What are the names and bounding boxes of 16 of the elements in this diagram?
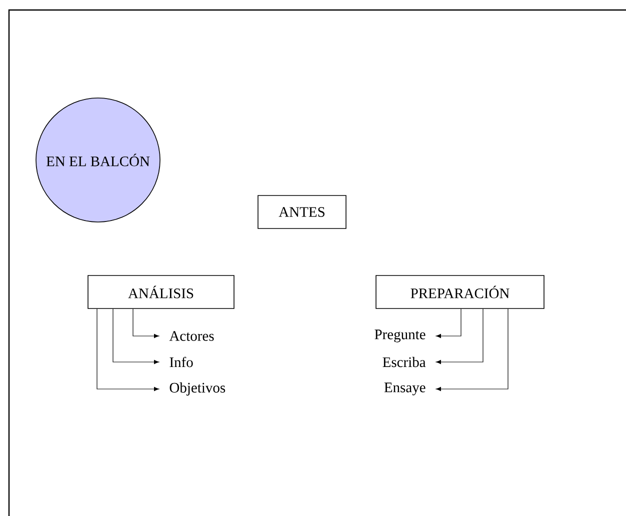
arrow xyxy=(436,308,462,338)
arrow xyxy=(96,308,160,392)
item-label: Pregunte xyxy=(374,330,426,342)
item-label: Info xyxy=(170,356,193,368)
item-label: Escriba xyxy=(382,356,426,368)
arrow xyxy=(436,308,508,392)
arrow xyxy=(436,308,484,364)
item-label: Ensaye xyxy=(384,382,426,396)
item-label: Actores xyxy=(169,331,214,341)
arrow xyxy=(132,308,160,338)
text-box: PREPARACIÓN xyxy=(376,275,544,309)
arrow xyxy=(112,308,160,364)
text-box: ANÁLISIS xyxy=(88,275,234,309)
text-box: ANTES xyxy=(258,195,346,229)
item-label: Objetivos xyxy=(170,382,226,396)
circle-node: EN EL BALCÓN xyxy=(36,98,160,222)
